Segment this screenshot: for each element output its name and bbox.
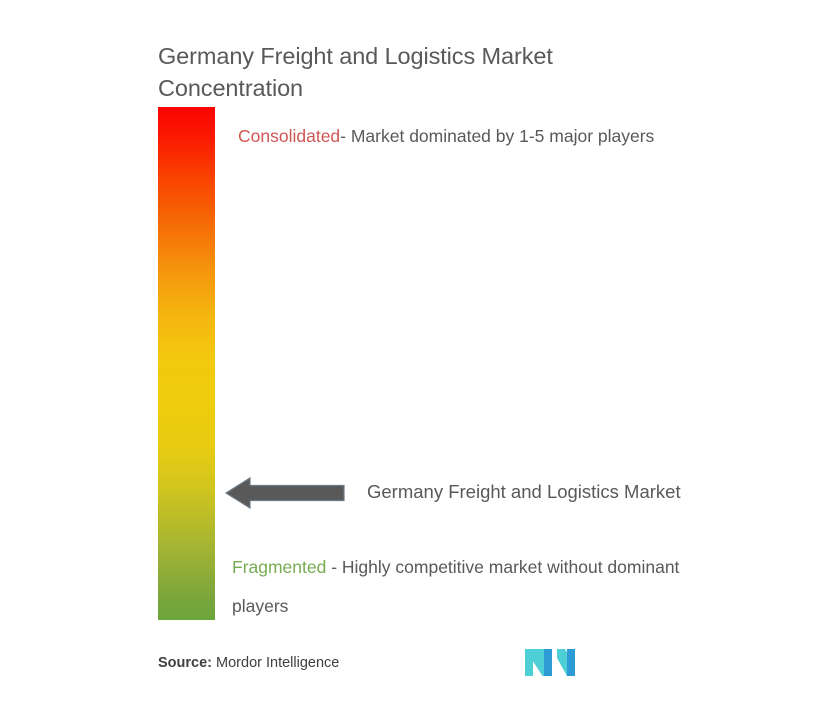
- source-attribution: Source: Mordor Intelligence: [158, 655, 339, 671]
- page-title: Germany Freight and Logistics Market Con…: [158, 43, 560, 101]
- market-pointer-label: Germany Freight and Logistics Market: [367, 481, 681, 502]
- market-position-arrow: [224, 476, 346, 510]
- mi-monogram-icon: [525, 649, 575, 676]
- mordor-intelligence-logo: [525, 645, 575, 680]
- fragmented-annotation: Fragmented - Highly competitive market w…: [232, 548, 702, 626]
- fragmented-label: Fragmented: [232, 557, 327, 577]
- consolidated-annotation: Consolidated- Market dominated by 1-5 ma…: [238, 117, 690, 156]
- consolidated-label: Consolidated: [238, 126, 341, 146]
- fragmented-description: - Highly competitive market without domi…: [232, 557, 680, 616]
- source-prefix: Source:: [158, 655, 212, 671]
- consolidated-description: - Market dominated by 1-5 major players: [340, 126, 655, 146]
- source-name: Mordor Intelligence: [212, 655, 340, 671]
- arrow-left-icon: [224, 476, 345, 510]
- concentration-gradient-bar: [158, 107, 215, 620]
